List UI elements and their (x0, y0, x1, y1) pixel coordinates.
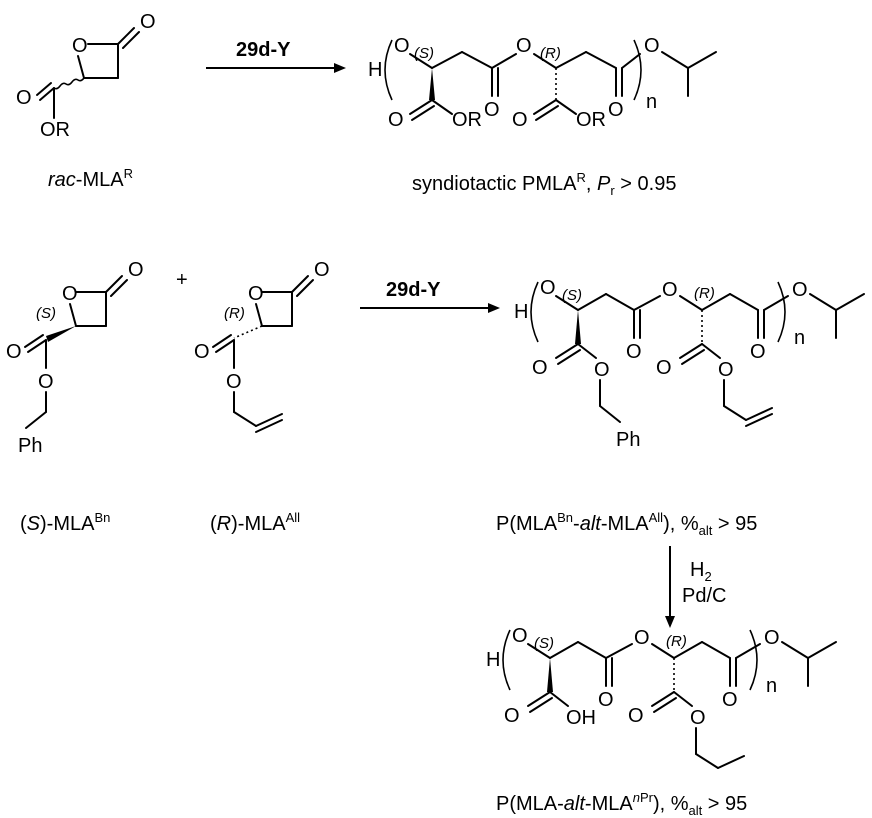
svg-text:O: O (532, 357, 548, 379)
svg-text:O: O (516, 35, 532, 57)
or-group: OR (40, 119, 70, 141)
s-mla-bn-monomer: O O (S) O O Ph (6, 259, 144, 457)
wavy-bond (53, 77, 85, 90)
svg-text:n: n (646, 91, 657, 113)
svg-text:O: O (6, 341, 22, 363)
svg-text:O: O (792, 279, 808, 301)
svg-text:H: H (514, 301, 528, 323)
svg-text:(R): (R) (540, 45, 561, 62)
svg-text:O: O (194, 341, 210, 363)
catalyst-label-2: 29d-Y (386, 279, 441, 301)
s-mla-bn-label: (S)-MLABn (20, 510, 110, 535)
svg-text:O: O (504, 705, 520, 727)
svg-text:O: O (128, 259, 144, 281)
svg-text:O: O (512, 109, 528, 131)
svg-text:(S): (S) (36, 305, 56, 322)
svg-text:O: O (484, 99, 500, 121)
svg-text:OR: OR (452, 109, 482, 131)
r-mla-all-monomer: O O (R) O O (194, 259, 330, 433)
svg-text:O: O (38, 371, 54, 393)
rac-mla-monomer: O O O OR (16, 11, 156, 141)
svg-text:O: O (662, 279, 678, 301)
svg-text:(S): (S) (562, 287, 582, 304)
syndiotactic-polymer: H O (S) O O (R) O n O O OR O (368, 35, 717, 131)
rac-mla-label: rac-MLAR (48, 166, 133, 191)
svg-text:O: O (644, 35, 660, 57)
conditions-h2: H2 (690, 559, 712, 584)
final-polymer-label: P(MLA-alt-MLAnPr), %alt > 95 (496, 790, 747, 818)
svg-text:OR: OR (576, 109, 606, 131)
svg-text:O: O (690, 707, 706, 729)
svg-text:O: O (540, 277, 556, 299)
svg-text:O: O (394, 35, 410, 57)
svg-text:O: O (626, 341, 642, 363)
svg-text:O: O (62, 283, 78, 305)
r-mla-all-label: (R)-MLAAll (210, 510, 300, 535)
svg-text:O: O (598, 689, 614, 711)
svg-text:O: O (248, 283, 264, 305)
svg-text:OH: OH (566, 707, 596, 729)
svg-text:O: O (314, 259, 330, 281)
svg-text:(S): (S) (414, 45, 434, 62)
svg-text:n: n (766, 675, 777, 697)
ring-oxygen: O (72, 35, 88, 57)
svg-text:O: O (226, 371, 242, 393)
svg-text:O: O (594, 359, 610, 381)
svg-text:(S): (S) (534, 635, 554, 652)
svg-text:H: H (486, 649, 500, 671)
svg-text:Ph: Ph (616, 429, 640, 451)
svg-text:O: O (388, 109, 404, 131)
carbonyl-oxygen: O (140, 11, 156, 33)
plus-sign: + (176, 269, 188, 291)
alternating-polymer-label: P(MLABn-alt-MLAAll), %alt > 95 (496, 510, 757, 538)
alternating-polymer: H O (S) O O (R) O n O O O Ph (514, 277, 865, 451)
conditions-pdc: Pd/C (682, 585, 726, 607)
svg-text:O: O (722, 689, 738, 711)
catalyst-label-1: 29d-Y (236, 39, 291, 61)
ester-carbonyl-oxygen: O (16, 87, 32, 109)
svg-text:O: O (750, 341, 766, 363)
syndiotactic-label: syndiotactic PMLAR, Pr > 0.95 (412, 170, 676, 198)
svg-text:O: O (656, 357, 672, 379)
svg-text:H: H (368, 59, 382, 81)
svg-text:(R): (R) (224, 305, 245, 322)
svg-text:(R): (R) (666, 633, 687, 650)
svg-text:O: O (718, 359, 734, 381)
final-polymer: H O (S) O O (R) O n O O OH (486, 625, 837, 769)
svg-text:(R): (R) (694, 285, 715, 302)
svg-text:O: O (628, 705, 644, 727)
svg-text:n: n (794, 327, 805, 349)
svg-text:Ph: Ph (18, 435, 42, 457)
svg-text:O: O (512, 625, 528, 647)
svg-text:O: O (608, 99, 624, 121)
svg-text:O: O (634, 627, 650, 649)
svg-text:O: O (764, 627, 780, 649)
